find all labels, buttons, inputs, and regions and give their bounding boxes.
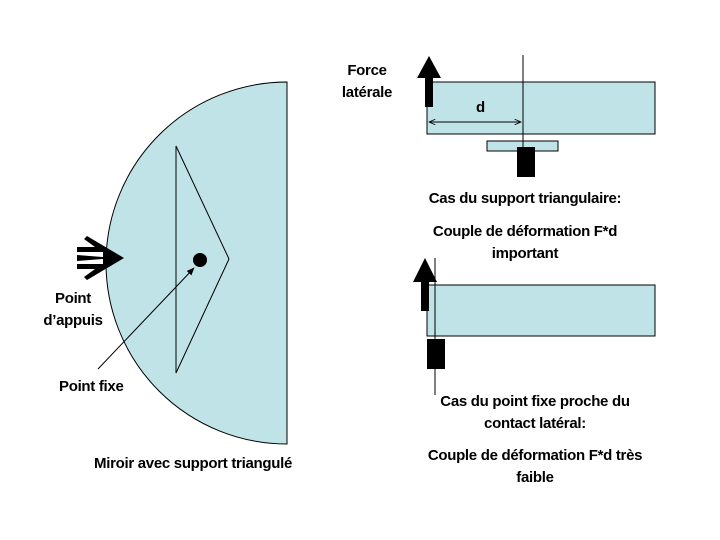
label-point-appuis: Point d’appuis	[43, 290, 103, 329]
support-post-top	[517, 147, 535, 177]
triangular-case-figure	[417, 55, 656, 177]
caption-near-contact-body: Couple de déformation F*d très faible	[427, 447, 643, 486]
caption-mirror: Miroir avec support triangulé	[94, 455, 293, 472]
mirror-bar-top	[426, 81, 656, 135]
bearing-point-arrow-shaft	[77, 255, 115, 261]
label-point-fixe: Point fixe	[59, 378, 124, 395]
triangular-support	[175, 145, 230, 374]
near-contact-case-figure	[413, 258, 656, 395]
lateral-force-arrow-icon	[417, 56, 441, 107]
label-distance-d: d	[476, 99, 485, 116]
caption-triangular-title: Cas du support triangulaire:	[428, 190, 622, 207]
support-post-bottom	[427, 339, 445, 369]
caption-near-contact-title: Cas du point fixe proche du contact laté…	[440, 393, 630, 432]
label-lateral-force: Force latérale	[341, 62, 393, 101]
caption-triangular-body: Couple de déformation F*d important	[432, 223, 618, 262]
bearing-point-arrow-icon	[77, 236, 124, 280]
lateral-force-arrow-bottom-icon	[413, 258, 437, 311]
mirror-bar-bottom	[426, 284, 656, 337]
fixed-point-dot	[193, 253, 207, 267]
fixed-point-leader	[97, 267, 195, 370]
mirror-figure	[77, 81, 288, 445]
